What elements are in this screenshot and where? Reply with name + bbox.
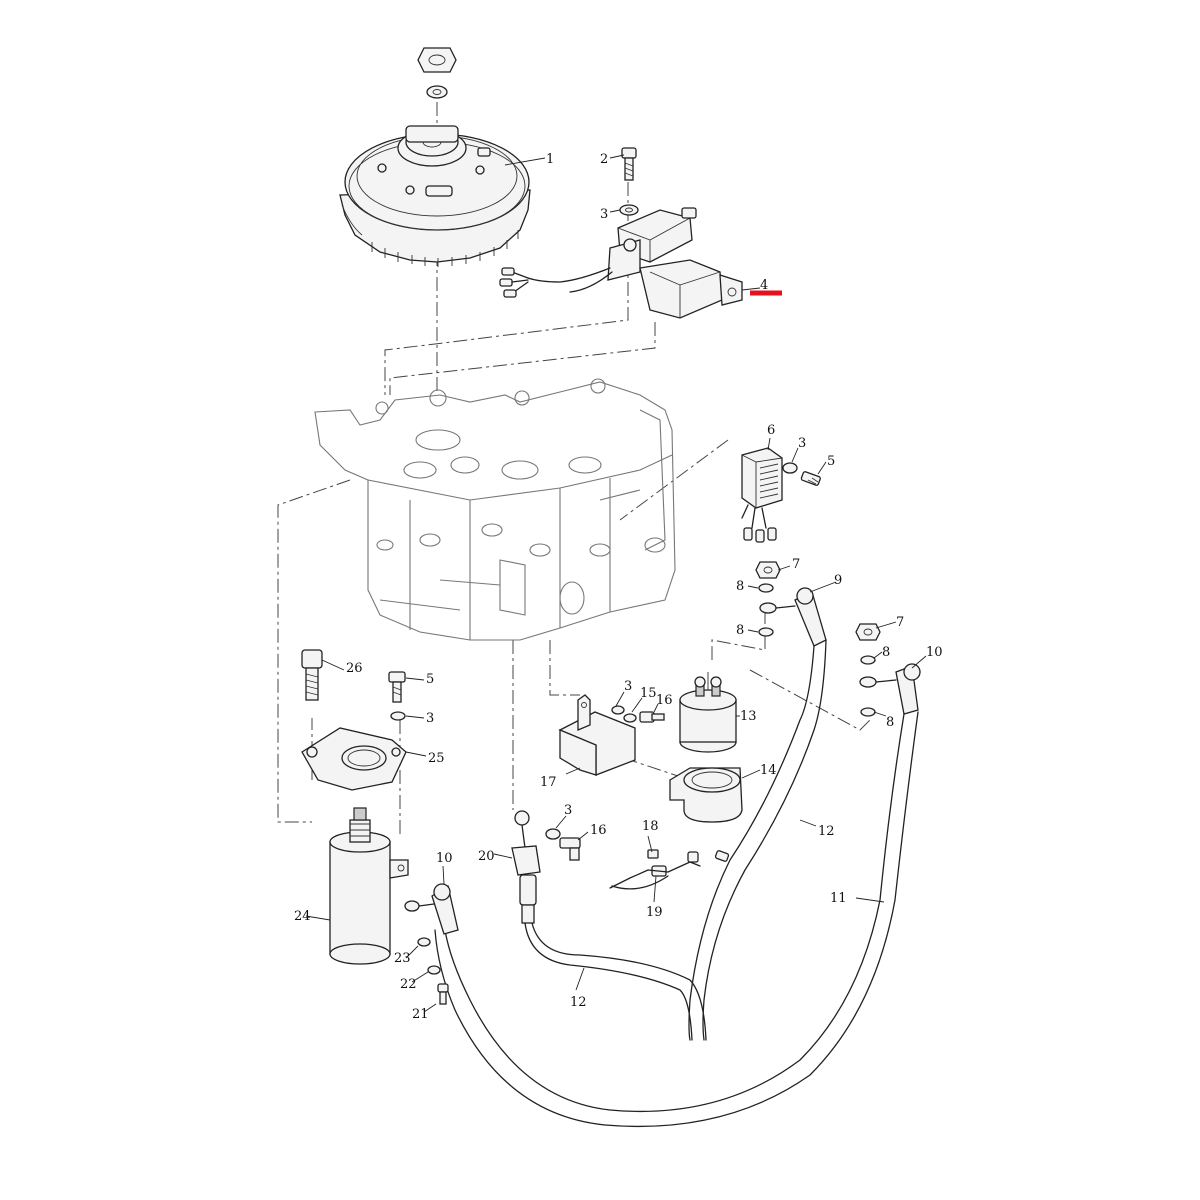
bolt-icon-16a — [639, 711, 665, 723]
flywheel-icon — [339, 47, 531, 267]
part-label: 3 — [426, 711, 434, 726]
part-label: 4 — [760, 278, 768, 293]
bracket-icon — [558, 694, 636, 776]
part-labels: 1 2 3 4 6 3 5 7 8 8 9 7 8 10 8 26 5 3 25… — [294, 152, 943, 1022]
bolt-icon-26 — [301, 649, 323, 701]
part-label: 10 — [926, 645, 943, 660]
part-label: 20 — [478, 849, 495, 864]
part-label: 7 — [896, 615, 904, 630]
part-label: 8 — [882, 645, 890, 660]
part-label: 10 — [436, 851, 453, 866]
part-label: 9 — [834, 573, 842, 588]
part-label: 25 — [428, 751, 445, 766]
part-label: 18 — [642, 819, 659, 834]
bolt-icon — [621, 147, 637, 181]
fuse-holder-icon — [609, 849, 730, 890]
part-label: 15 — [640, 686, 657, 701]
washer-icon — [619, 204, 639, 216]
cable-icon-10-11 — [434, 663, 921, 1128]
part-label: 12 — [570, 995, 587, 1010]
part-label: 5 — [426, 672, 434, 687]
part-label: 8 — [886, 715, 894, 730]
washer-icon-group — [390, 583, 876, 975]
part-label: 3 — [624, 679, 632, 694]
part-label: 3 — [798, 436, 806, 451]
rectifier-icon — [741, 447, 821, 543]
part-label: 2 — [600, 152, 608, 167]
part-label: 12 — [818, 824, 835, 839]
part-label: 19 — [646, 905, 663, 920]
engine-block — [314, 378, 676, 641]
cable-icon — [688, 587, 827, 1041]
part-label: 6 — [767, 423, 775, 438]
rubber-holder-icon — [669, 767, 743, 823]
part-label: 3 — [564, 803, 572, 818]
part-label: 14 — [760, 763, 777, 778]
relay-icon — [679, 672, 737, 753]
nut-icon — [755, 561, 881, 641]
bracket-icon-25 — [301, 727, 407, 791]
part-label: 13 — [740, 709, 757, 724]
part-label: 16 — [590, 823, 607, 838]
part-label: 8 — [736, 579, 744, 594]
part-label: 16 — [656, 693, 673, 708]
part-label: 7 — [792, 557, 800, 572]
starter-motor-icon — [329, 807, 449, 1005]
terminal-cover-icon — [511, 810, 707, 1041]
part-label: 22 — [400, 977, 417, 992]
part-label: 3 — [600, 207, 608, 222]
part-label: 17 — [540, 775, 557, 790]
cable-icon-10-left — [404, 883, 459, 935]
bolt-icon-5b — [388, 671, 406, 703]
part-label: 11 — [830, 891, 847, 906]
leader-lines — [305, 154, 927, 1013]
part-label: 5 — [827, 454, 835, 469]
part-label: 26 — [346, 661, 363, 676]
part-label: 23 — [394, 951, 411, 966]
part-label: 8 — [736, 623, 744, 638]
ignition-coil-icon — [499, 207, 743, 319]
part-label: 21 — [412, 1007, 429, 1022]
part-label: 24 — [294, 909, 311, 924]
part-label: 1 — [546, 152, 554, 167]
